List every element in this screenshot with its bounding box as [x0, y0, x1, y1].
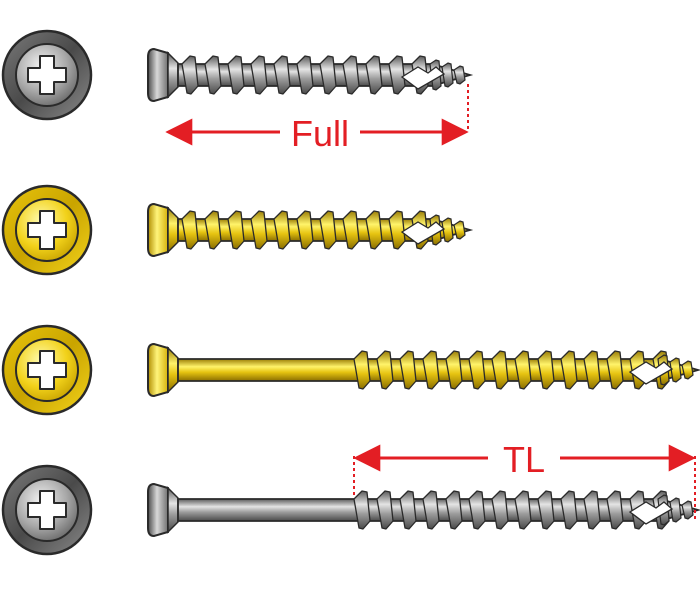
- thread-crest: [468, 350, 486, 390]
- tl-thread-dimension: TL: [353, 439, 696, 520]
- screw-head-top-view: [1, 184, 93, 276]
- thread-crest: [491, 490, 509, 530]
- thread-crest: [537, 490, 555, 530]
- thread-crest: [376, 350, 394, 390]
- tip-thread: [681, 500, 694, 520]
- phillips-recess-icon: [27, 490, 67, 530]
- thread-crest: [273, 210, 291, 250]
- screw-side-view: [147, 47, 474, 103]
- thread-crest: [583, 490, 601, 530]
- phillips-recess-icon: [27, 55, 67, 95]
- thread-crest: [296, 210, 314, 250]
- thread-crest: [365, 210, 383, 250]
- thread-crest: [468, 490, 486, 530]
- thread-crest: [204, 55, 222, 95]
- screw-1: [1, 29, 474, 121]
- cutting-notch: [628, 501, 674, 525]
- thread-crest: [273, 55, 291, 95]
- thread-crest: [342, 55, 360, 95]
- thread-crest: [422, 350, 440, 390]
- thread-crest: [353, 350, 371, 390]
- screw-threads: [353, 490, 694, 530]
- tl-label: TL: [503, 439, 545, 480]
- thread-crest: [353, 490, 371, 530]
- screw-head-top-view: [1, 324, 93, 416]
- screw-side-view: [147, 202, 474, 258]
- thread-crest: [376, 490, 394, 530]
- thread-crest: [422, 490, 440, 530]
- thread-crest: [514, 490, 532, 530]
- thread-crest: [319, 210, 337, 250]
- thread-crest: [204, 210, 222, 250]
- tip-thread: [441, 62, 454, 88]
- thread-crest: [606, 490, 624, 530]
- screw-head-profile: [147, 482, 169, 538]
- thread-crest: [537, 350, 555, 390]
- screw-head-profile: [147, 342, 169, 398]
- thread-crest: [181, 55, 199, 95]
- thread-crest: [388, 210, 406, 250]
- thread-crest: [250, 55, 268, 95]
- screw-underhead: [167, 486, 179, 534]
- screw-underhead: [167, 346, 179, 394]
- tip-thread: [681, 360, 694, 380]
- screw-underhead: [167, 51, 179, 99]
- thread-crest: [342, 210, 360, 250]
- screw-head-top-view: [1, 464, 93, 556]
- thread-crest: [388, 55, 406, 95]
- screw-3: [1, 324, 700, 416]
- cutting-notch: [628, 361, 674, 385]
- thread-crest: [606, 350, 624, 390]
- thread-crest: [491, 350, 509, 390]
- thread-crest: [250, 210, 268, 250]
- screw-2: [1, 184, 474, 276]
- tip-thread: [669, 497, 682, 523]
- thread-crest: [399, 490, 417, 530]
- screw-head-profile: [147, 47, 169, 103]
- thread-crest: [583, 350, 601, 390]
- thread-crest: [365, 55, 383, 95]
- screw-threads: [353, 350, 694, 390]
- thread-crest: [399, 350, 417, 390]
- phillips-recess-icon: [27, 210, 67, 250]
- cutting-notch: [400, 66, 446, 90]
- thread-crest: [319, 55, 337, 95]
- tip-thread: [453, 220, 466, 240]
- screw-underhead: [167, 206, 179, 254]
- full-label: Full: [291, 113, 349, 154]
- screw-head-profile: [147, 202, 169, 258]
- tip-thread: [453, 65, 466, 85]
- thread-crest: [445, 490, 463, 530]
- thread-crest: [560, 350, 578, 390]
- thread-crest: [227, 210, 245, 250]
- screw-head-top-view: [1, 29, 93, 121]
- tip-thread: [669, 357, 682, 383]
- screw-side-view: [147, 342, 700, 398]
- thread-crest: [560, 490, 578, 530]
- screw-side-view: [147, 482, 700, 538]
- phillips-recess-icon: [27, 350, 67, 390]
- thread-crest: [227, 55, 245, 95]
- thread-crest: [181, 210, 199, 250]
- thread-crest: [296, 55, 314, 95]
- cutting-notch: [400, 221, 446, 245]
- tip-thread: [441, 217, 454, 243]
- full-thread-dimension: Full: [165, 84, 469, 154]
- screw-4: [1, 464, 700, 556]
- thread-crest: [445, 350, 463, 390]
- thread-crest: [514, 350, 532, 390]
